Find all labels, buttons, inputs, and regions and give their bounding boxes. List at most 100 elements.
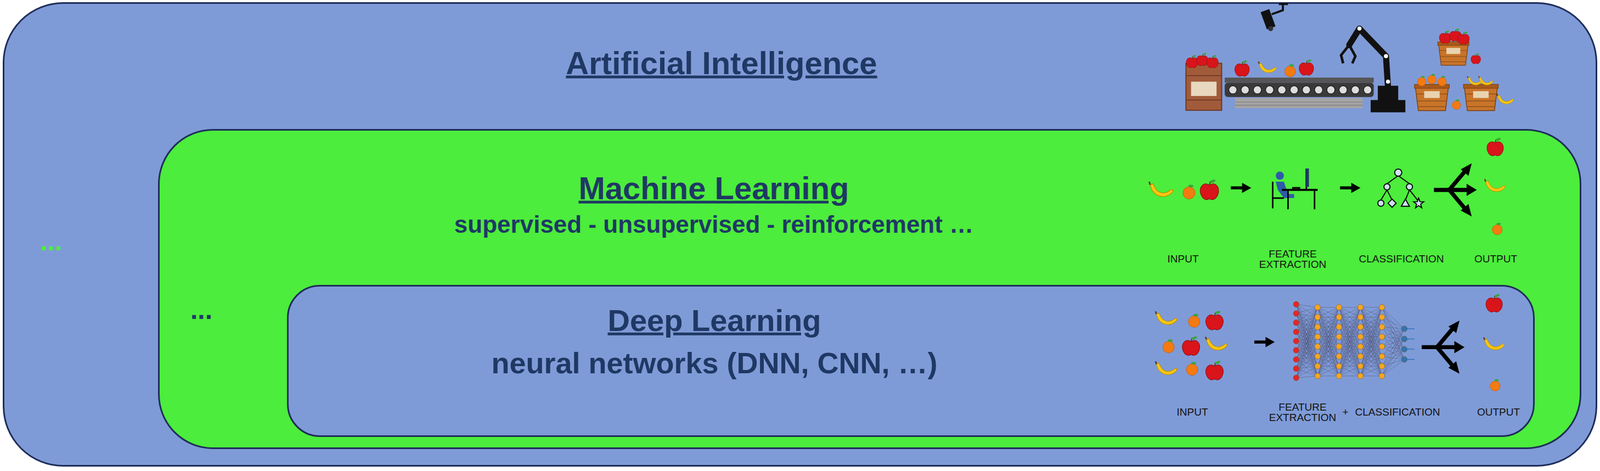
neural-network-figure (1338, 375, 1361, 376)
neural-network-figure (1317, 346, 1339, 357)
neural-network-figure (1293, 328, 1299, 335)
neural-network-figure (1360, 336, 1382, 366)
neural-network-figure (1360, 307, 1382, 366)
ml-pipeline-illustration (1275, 181, 1294, 199)
ml-pipeline-illustration (1339, 186, 1352, 190)
neural-network-figure (1296, 303, 1318, 337)
neural-network-figure (1360, 317, 1382, 376)
neural-network-figure (1338, 307, 1361, 337)
neural-network-figure (1338, 365, 1361, 376)
neural-network-figure (1296, 350, 1318, 376)
ml-pipeline-illustration (1272, 181, 1284, 208)
neural-network-figure (1296, 322, 1318, 366)
neural-network-figure (1296, 317, 1318, 342)
neural-network-figure (1382, 328, 1405, 337)
neural-network-figure (1296, 340, 1318, 357)
ml-pipeline-illustration (1413, 198, 1424, 208)
dl-pipeline-illustration (1186, 361, 1198, 376)
sorting-line-illustration (1463, 84, 1499, 111)
neural-network-figure (1338, 327, 1361, 337)
dl-pipeline-illustration (1155, 293, 1504, 391)
neural-network-figure (1296, 365, 1318, 369)
neural-network-figure (1360, 307, 1382, 347)
neural-network-figure (1296, 307, 1318, 360)
neural-network-figure (1382, 307, 1405, 360)
dl-pipeline-illustration (1182, 335, 1200, 356)
neural-network-figure (1317, 346, 1339, 347)
neural-network-figure (1296, 331, 1318, 357)
neural-network-figure (1296, 307, 1318, 378)
neural-network-figure (1360, 307, 1382, 347)
sorting-line-illustration (1253, 85, 1262, 94)
sorting-line-illustration (1467, 76, 1482, 86)
neural-network-figure (1360, 336, 1382, 357)
neural-network-figure (1296, 327, 1318, 379)
neural-network-figure (1378, 323, 1385, 330)
neural-network-figure (1296, 303, 1318, 376)
neural-network-figure (1360, 346, 1382, 376)
neural-network-figure (1338, 327, 1361, 347)
sorting-line-illustration (1439, 30, 1451, 44)
neural-network-figure (1360, 307, 1382, 376)
neural-network-figure (1336, 343, 1342, 349)
neural-network-figure (1296, 327, 1318, 360)
neural-network-figure (1338, 336, 1361, 357)
sorting-line-illustration (1351, 85, 1360, 94)
dl-pipeline-illustration (1254, 340, 1267, 344)
neural-network-figure (1296, 313, 1318, 366)
sorting-line-illustration (1196, 52, 1209, 66)
neural-network-figure (1317, 307, 1339, 318)
sorting-line-illustration (1338, 85, 1348, 94)
dl-region-box: Deep Learningneural networks (DNN, CNN, … (286, 284, 1535, 437)
ml-pipeline-illustration (1281, 188, 1318, 191)
neural-network-figure (1296, 317, 1318, 323)
neural-network-figure (1317, 336, 1339, 376)
neural-network-figure (1317, 317, 1339, 366)
stage-label: OUTPUT (1477, 406, 1520, 419)
neural-network-figure (1338, 307, 1361, 328)
neural-network-figure (1360, 317, 1382, 376)
neural-network-figure (1296, 331, 1318, 347)
neural-network-figure (1296, 303, 1318, 366)
neural-network-figure (1338, 307, 1361, 376)
sorting-line-illustration (1377, 85, 1399, 101)
neural-network-figure (1317, 336, 1339, 366)
neural-network-figure (1360, 336, 1382, 347)
neural-network-figure (1360, 336, 1382, 376)
neural-network-figure (1317, 307, 1339, 337)
neural-network-figure (1317, 317, 1339, 328)
neural-network-figure (1360, 356, 1382, 366)
neural-network-figure (1317, 327, 1339, 376)
sorting-line-illustration (1414, 84, 1450, 111)
neural-network-figure (1317, 346, 1339, 357)
neural-network-figure (1317, 327, 1339, 337)
neural-network-figure (1296, 327, 1318, 369)
neural-network-figure (1296, 317, 1318, 351)
neural-network-figure (1314, 373, 1321, 379)
sorting-line-illustration (1437, 41, 1469, 66)
neural-network-figure (1317, 356, 1339, 357)
neural-network-figure (1296, 368, 1318, 376)
neural-network-figure (1293, 310, 1299, 317)
sorting-line-illustration (1235, 59, 1250, 77)
neural-network-figure (1360, 317, 1382, 337)
neural-network-figure (1296, 317, 1318, 369)
neural-network-figure (1296, 317, 1318, 378)
ml-pipeline-illustration (1466, 183, 1478, 196)
neural-network-figure (1338, 336, 1361, 376)
neural-network-figure (1382, 317, 1405, 340)
neural-network-figure (1338, 317, 1361, 337)
neural-network-figure (1401, 325, 1407, 332)
neural-network-figure (1293, 301, 1415, 381)
neural-network-figure (1338, 326, 1361, 328)
neural-network-figure (1357, 313, 1363, 320)
stage-label: CLASSIFICATION (1355, 406, 1441, 419)
neural-network-figure (1296, 327, 1318, 342)
neural-network-figure (1401, 346, 1407, 352)
neural-network-figure (1296, 359, 1318, 366)
neural-network-figure (1338, 346, 1361, 366)
sorting-line-illustration (1451, 99, 1461, 110)
sorting-line-illustration (1229, 85, 1238, 94)
ml-pipeline-illustration (1383, 183, 1390, 190)
